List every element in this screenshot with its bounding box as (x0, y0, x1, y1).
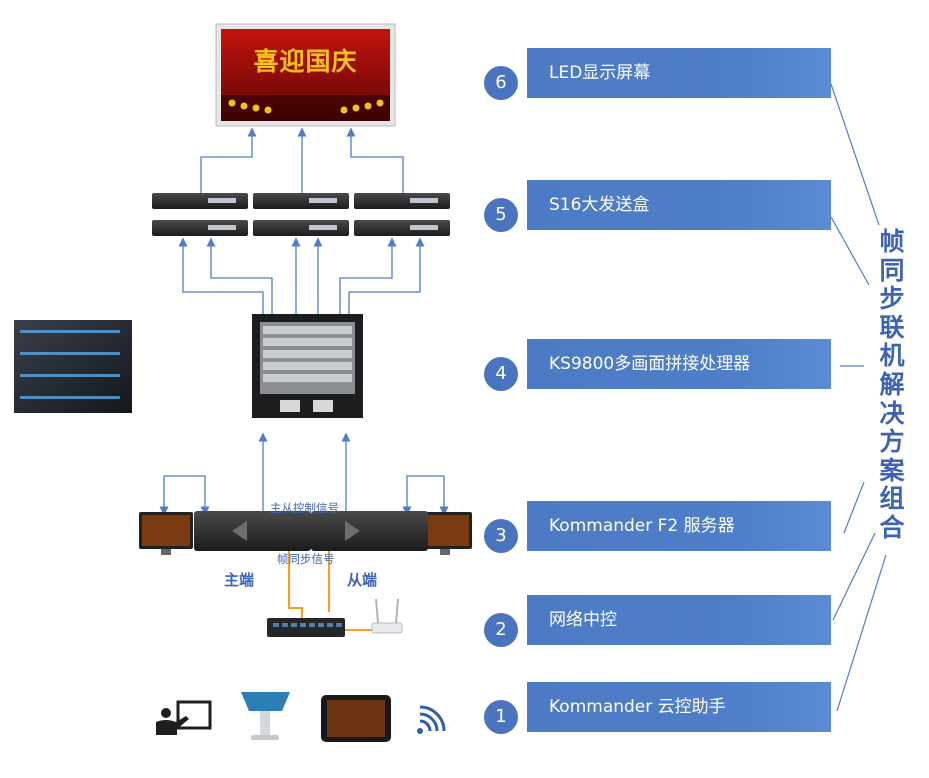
monitor-icon (139, 512, 193, 555)
monitor-loop-lines (159, 475, 449, 516)
layer-number-2: 2 (484, 613, 518, 647)
layer-number-5: 5 (484, 198, 518, 232)
processor-chassis-icon (252, 314, 363, 418)
server-unit-master (194, 511, 311, 551)
layer-bar-server: Kommander F2 服务器 (527, 501, 831, 551)
wifi-icon (417, 705, 446, 734)
monitor-icon (418, 512, 472, 555)
touch-whiteboard-icon (156, 700, 212, 735)
layer-bar-processor: KS9800多画面拼接处理器 (527, 339, 831, 389)
master-end-label: 主端 (224, 571, 255, 589)
sender-box-row-bottom (152, 220, 450, 236)
solution-title: 帧同步联机解决方案组合 (879, 227, 905, 542)
layer-number-4: 4 (484, 357, 518, 391)
rack-server-icon (14, 320, 132, 413)
slave-end-label: 从端 (347, 571, 378, 589)
tablet-icon (321, 695, 391, 742)
sync-signal-label: 帧同步信号 (277, 552, 335, 566)
layer-number-6: 6 (484, 66, 518, 100)
kiosk-icon (241, 692, 290, 740)
led-screen-icon (215, 23, 396, 127)
layer-number-1: 1 (484, 700, 518, 734)
network-lines (288, 551, 372, 631)
title-connector-lines (830, 83, 887, 712)
layer-bar-cloud-assistant: Kommander 云控助手 (527, 682, 831, 732)
server-unit-slave (311, 511, 428, 551)
layer-bar-network-control: 网络中控 (527, 595, 831, 645)
led-screen-headline: 喜迎国庆 (253, 47, 358, 76)
switch-icon (267, 618, 345, 637)
sender-box-row-top (152, 193, 450, 209)
server-to-processor-lines (258, 432, 351, 511)
layer-bar-sender-box: S16大发送盒 (527, 180, 831, 230)
control-signal-label: 主从控制信号 (270, 501, 339, 515)
sender-to-screen-lines (200, 127, 404, 193)
layer-number-3: 3 (484, 519, 518, 553)
router-icon (371, 598, 403, 634)
layer-bar-led-screen: LED显示屏幕 (527, 48, 831, 98)
processor-to-sender-lines (178, 237, 425, 314)
